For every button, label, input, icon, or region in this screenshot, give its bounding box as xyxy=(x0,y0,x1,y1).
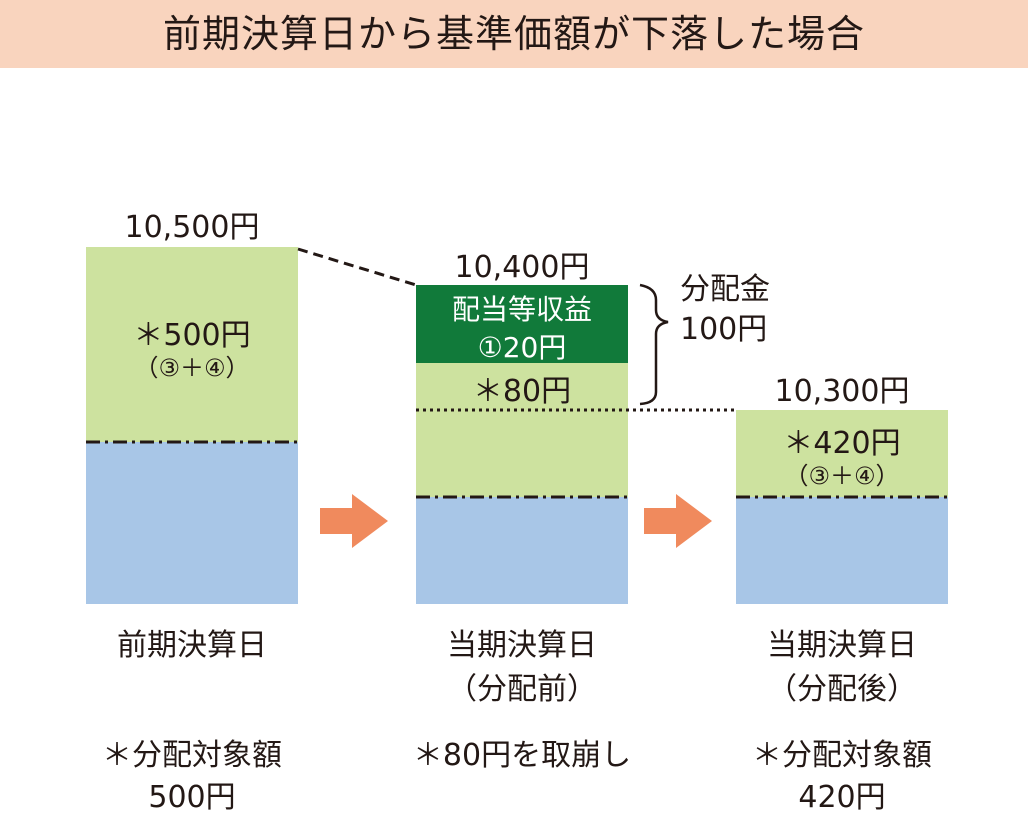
bar3-upper xyxy=(736,410,948,497)
bar3-sub: （③＋④） xyxy=(784,462,900,490)
arrow-right-icon xyxy=(320,494,388,548)
bar3-lower xyxy=(736,497,948,604)
bar1-upper xyxy=(86,247,298,442)
col3-label1: 当期決算日 xyxy=(767,628,917,663)
title-banner: 前期決算日から基準価額が下落した場合 xyxy=(0,0,1028,68)
col3-note2: 420円 xyxy=(798,780,886,815)
dividend-income-label: 配当等収益 xyxy=(451,293,592,326)
col2-note: ＊80円を取崩し xyxy=(412,738,632,773)
arrow-right-icon xyxy=(644,494,712,548)
col2-label1: 当期決算日 xyxy=(447,628,597,663)
bar2-price: 10,400円 xyxy=(454,250,590,285)
decline-dashed-line xyxy=(297,247,417,287)
bar2-amount: ＊80円 xyxy=(472,374,572,409)
bar2-lower xyxy=(416,497,628,604)
bar1-amount: ＊500円 xyxy=(133,318,251,353)
bar2-upper xyxy=(416,363,628,497)
col3-label2: （分配後） xyxy=(767,672,917,707)
bar1-price: 10,500円 xyxy=(124,210,260,245)
dividend-income-amount: ①20円 xyxy=(477,331,567,364)
bar1-sub: （③＋④） xyxy=(134,354,250,382)
brace-icon xyxy=(639,283,669,406)
bar1-lower xyxy=(86,442,298,604)
bar2-dividend-income xyxy=(416,285,628,363)
col2-label2: （分配前） xyxy=(447,672,597,707)
bar3-price: 10,300円 xyxy=(774,374,910,409)
col3-note1: ＊分配対象額 xyxy=(752,738,932,773)
distribution-amount: 100円 xyxy=(680,312,768,347)
col1-note1: ＊分配対象額 xyxy=(102,738,282,773)
col1-label: 前期決算日 xyxy=(117,628,267,663)
distribution-label: 分配金 xyxy=(680,272,770,307)
bar3-amount: ＊420円 xyxy=(783,426,901,461)
col1-note2: 500円 xyxy=(148,780,236,815)
